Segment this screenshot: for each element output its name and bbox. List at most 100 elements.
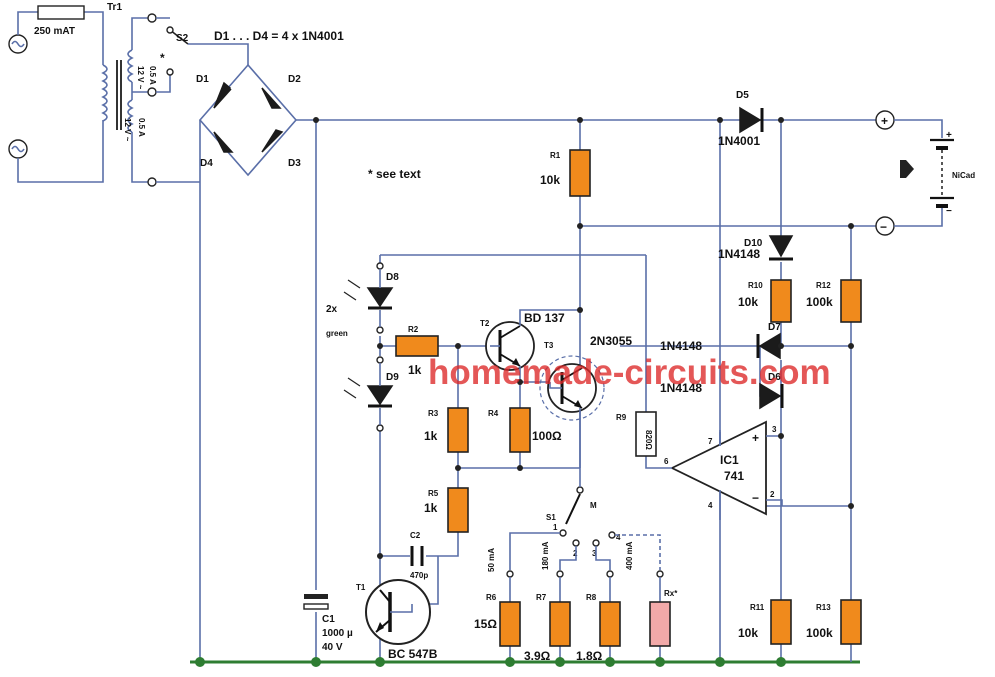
- sec-top-volt: 12 V ~: [136, 66, 145, 90]
- resistor-r12: [840, 279, 862, 323]
- led-d9: D9: [343, 356, 399, 432]
- r4-label: R4: [488, 409, 499, 418]
- asterisk-mark: *: [160, 51, 165, 65]
- resistor-r8: [599, 601, 621, 647]
- s1-pos3: 3: [592, 549, 597, 558]
- bridge-rectifier: D1 D2 D4 D3: [196, 63, 720, 662]
- t2-type: BD 137: [524, 311, 565, 325]
- diode-d3: [261, 129, 284, 153]
- pin-6: 6: [664, 457, 669, 466]
- see-text-note: * see text: [368, 167, 421, 181]
- battery-plus-sign: +: [946, 130, 952, 141]
- opamp-ic1: IC1 741 + − 7 3 6 2 4: [664, 420, 783, 520]
- resistor-r10: [770, 279, 792, 323]
- d5-label: D5: [736, 90, 749, 101]
- resistor-r11: [770, 599, 792, 645]
- ic1-plus-sign: +: [752, 431, 759, 445]
- resistor-r4: [509, 407, 531, 453]
- primary-coil: [101, 64, 108, 122]
- d8-label: D8: [386, 272, 399, 283]
- rx-label: Rx*: [664, 589, 678, 598]
- d1-label: D1: [196, 74, 209, 85]
- c2-value: 470p: [410, 571, 428, 580]
- d6-label: D6: [768, 372, 781, 383]
- sec-bot-cur: 0.5 A: [137, 118, 146, 137]
- fuse: [37, 5, 85, 20]
- diode-d6: D6 1N4148: [660, 372, 784, 410]
- d3-label: D3: [288, 158, 301, 169]
- resistor-rx: [649, 601, 671, 647]
- led-d8: D8: [343, 262, 399, 334]
- r9-value: 820Ω: [644, 430, 653, 450]
- ic1-minus-sign: −: [752, 491, 759, 505]
- diode-d4: [213, 131, 234, 153]
- s1-pos1: 1: [553, 523, 558, 532]
- fuse-label: 250 mAT: [34, 26, 75, 37]
- junction-nodes: [195, 117, 854, 667]
- d2-label: D2: [288, 74, 301, 85]
- r9-label: R9: [616, 413, 627, 422]
- r2-value: 1k: [408, 363, 422, 377]
- nicad-label: NiCad: [952, 171, 975, 180]
- pin-3: 3: [772, 425, 777, 434]
- sec-top-cur: 0.5 A: [148, 66, 157, 85]
- r1-label: R1: [550, 151, 561, 160]
- watermark: homemade-circuits.com: [428, 353, 831, 392]
- t2-label: T2: [480, 319, 490, 328]
- range-switch-s1[interactable]: M S1 1 2 3 4: [546, 468, 621, 558]
- resistor-r13: [840, 599, 862, 645]
- c2-label: C2: [410, 531, 421, 540]
- r6-current: 50 mA: [487, 548, 496, 572]
- capacitor-c1: C1 1000 µ 40 V: [303, 594, 353, 653]
- led-note: 2x: [326, 304, 338, 315]
- ic1-type: 741: [724, 469, 744, 483]
- r11-label: R11: [750, 603, 765, 612]
- sec-bot-volt: 12 V ~: [123, 118, 132, 142]
- r12-label: R12: [816, 281, 831, 290]
- r1-value: 10k: [540, 173, 560, 187]
- r10-label: R10: [748, 281, 763, 290]
- s1-pos4: 4: [616, 533, 621, 542]
- d10-label: D10: [744, 238, 763, 249]
- c1-value: 1000 µ: [322, 628, 353, 639]
- transistor-t3: T3 2N3055: [539, 334, 632, 421]
- minus-terminal-sign: −: [880, 220, 887, 234]
- r13-label: R13: [816, 603, 831, 612]
- resistor-r9: [635, 411, 657, 457]
- battery-minus-sign: −: [946, 206, 952, 217]
- s2-label: S2: [176, 33, 189, 44]
- t1-type: BC 547B: [388, 647, 438, 661]
- d6-type: 1N4148: [660, 381, 702, 395]
- r8-current: 400 mA: [625, 541, 634, 570]
- r7-label: R7: [536, 593, 547, 602]
- secondary-coil-bottom: [127, 99, 134, 133]
- r7-value: 3.9Ω: [524, 649, 551, 663]
- secondary-coil-top: [127, 49, 134, 83]
- d5-type: 1N4001: [718, 134, 760, 148]
- resistor-r1: [569, 149, 591, 197]
- d4-label: D4: [200, 158, 213, 169]
- transistor-t2: T2 BD 137: [480, 311, 565, 371]
- t3-type: 2N3055: [590, 334, 632, 348]
- r7-current: 180 mA: [541, 541, 550, 570]
- resistor-r3: [447, 407, 469, 453]
- plus-terminal-sign: +: [881, 114, 888, 128]
- t1-label: T1: [356, 583, 366, 592]
- s1-label: S1: [546, 513, 556, 522]
- r13-value: 100k: [806, 626, 833, 640]
- r2-label: R2: [408, 325, 419, 334]
- r10-value: 10k: [738, 295, 758, 309]
- pin-2: 2: [770, 490, 775, 499]
- r5-value: 1k: [424, 501, 438, 515]
- ic1-label: IC1: [720, 453, 739, 467]
- d7-type: 1N4148: [660, 339, 702, 353]
- transistor-t1: T1 BC 547B: [356, 579, 438, 661]
- r4-value: 100Ω: [532, 429, 562, 443]
- transformer-label: Tr1: [107, 2, 122, 13]
- resistor-r2: [395, 335, 439, 357]
- t3-label: T3: [544, 341, 554, 350]
- arrow-icon: [900, 160, 914, 178]
- diode-note: D1 . . . D4 = 4 x 1N4001: [214, 29, 344, 43]
- diode-d2: [261, 87, 282, 109]
